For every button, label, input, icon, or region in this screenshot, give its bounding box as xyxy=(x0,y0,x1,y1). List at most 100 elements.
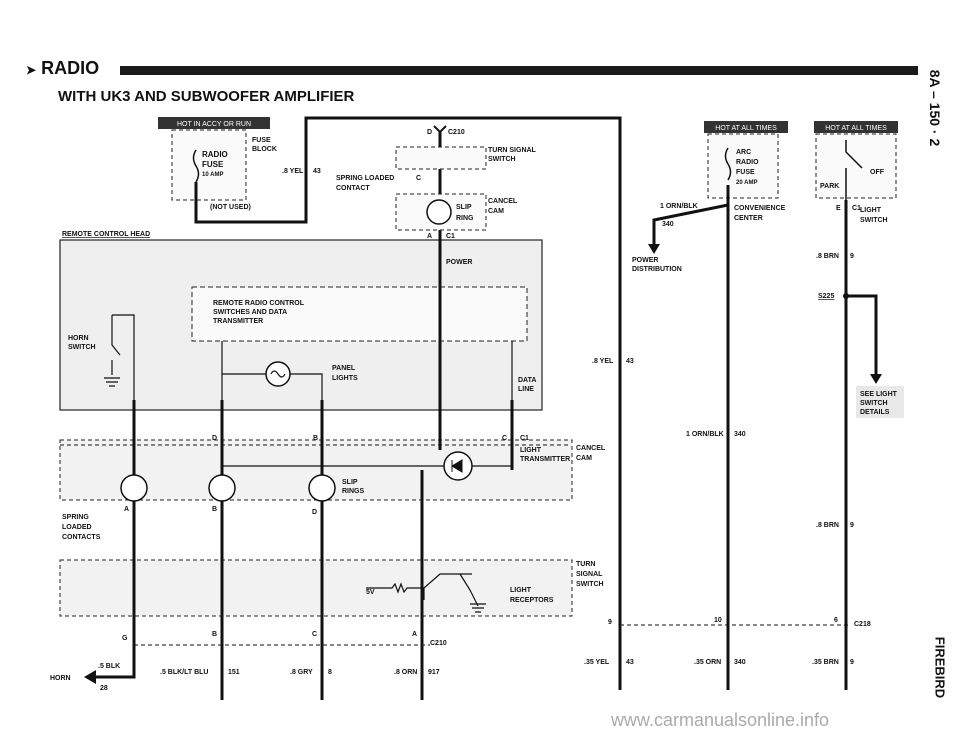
remote-control-head-label: REMOTE CONTROL HEAD xyxy=(62,231,150,238)
orn-label: .8 ORN xyxy=(394,669,417,676)
title-row: ➤ RADIO xyxy=(26,58,99,79)
s225-splice xyxy=(846,294,878,376)
fuse-block-label-1: FUSE xyxy=(252,137,271,144)
slip-ring-a xyxy=(120,474,148,502)
arc-label-4: 20 AMP xyxy=(736,180,757,186)
arc-label-2: RADIO xyxy=(736,159,759,166)
remote-radio-label-1: REMOTE RADIO CONTROL xyxy=(213,300,305,307)
turn-signal-label-1: TURN SIGNAL xyxy=(488,147,537,154)
pin-b-label: B xyxy=(212,506,217,513)
convenience-label-1: CONVENIENCE xyxy=(734,205,786,212)
yel-8b-label: .8 YEL xyxy=(592,358,614,365)
cam2-label: CAM xyxy=(576,455,592,462)
power-label: POWER xyxy=(446,259,472,266)
blk-lt-blu-label: .5 BLK/LT BLU xyxy=(160,669,208,676)
title-rule xyxy=(120,66,918,75)
bot-a-label: A xyxy=(412,631,417,638)
conn-d-label: D xyxy=(212,435,217,442)
cancel-label: CANCEL xyxy=(488,198,518,205)
w340c-label: 340 xyxy=(734,659,746,666)
slip-rings-label-1: SLIP xyxy=(342,479,358,486)
wire-43-label-a: 43 xyxy=(313,168,321,175)
watermark: www.carmanualsonline.info xyxy=(610,710,829,730)
horn-connector-icon xyxy=(84,670,96,684)
light-switch-symbol xyxy=(845,140,863,200)
conn-c1-label: C1 xyxy=(520,435,529,442)
receptor-ground xyxy=(470,603,486,613)
page-title: RADIO xyxy=(41,58,100,78)
turn-signal-area xyxy=(59,559,573,617)
c1-top-label: C1 xyxy=(446,233,455,240)
slip-ring-circle xyxy=(426,199,452,225)
hot-accy-label: HOT IN ACCY OR RUN xyxy=(177,121,251,128)
turn-signal2-label-1: TURN xyxy=(576,561,595,568)
transmitter-wires xyxy=(222,450,513,467)
power-dist-wire xyxy=(652,185,730,244)
yel-35-label: .35 YEL xyxy=(584,659,610,666)
w8-label: 8 xyxy=(328,669,332,676)
wire-yel-label: .8 YEL xyxy=(282,168,304,175)
turn-signal-label-2: SWITCH xyxy=(488,156,516,163)
light-switch-label-2: SWITCH xyxy=(860,217,888,224)
data-line-label-1: DATA xyxy=(518,377,536,384)
v5-label: 5V xyxy=(366,589,375,596)
w43c-label: 43 xyxy=(626,659,634,666)
hot-all-times-label-2: HOT AT ALL TIMES xyxy=(825,125,887,132)
pin-a-label: A xyxy=(124,506,129,513)
n9-label: 9 xyxy=(608,619,612,626)
wire-43-top xyxy=(194,116,622,690)
light-switch-label-1: LIGHT xyxy=(860,207,882,214)
panel-lights-label-1: PANEL xyxy=(332,365,356,372)
w43b-label: 43 xyxy=(626,358,634,365)
light-transmitter-label-1: LIGHT xyxy=(520,447,542,454)
light-receptors-label-1: LIGHT xyxy=(510,587,532,594)
not-used-label: (NOT USED) xyxy=(210,204,251,211)
a-c1-label: A xyxy=(427,233,432,240)
w28-label: 28 xyxy=(100,685,108,692)
hot-all-times-tag-1 xyxy=(704,121,788,133)
page-subtitle: WITH UK3 AND SUBWOOFER AMPLIFIER xyxy=(58,88,355,105)
power-dist-label-2: DISTRIBUTION xyxy=(632,266,682,273)
d-top-label: D xyxy=(427,129,432,136)
gry-label: .8 GRY xyxy=(290,669,313,676)
slip-label: SLIP xyxy=(456,204,472,211)
off-label: OFF xyxy=(870,169,885,176)
see-light-label-2: SWITCH xyxy=(860,400,888,407)
ground-symbol xyxy=(104,377,120,387)
orn-35-label: .35 ORN xyxy=(694,659,721,666)
convenience-center-box xyxy=(707,133,779,199)
w340b-label: 340 xyxy=(734,431,746,438)
slip-ring-b xyxy=(208,474,236,502)
c1-right-label: C1 xyxy=(852,205,861,212)
bot-c-label: C xyxy=(312,631,317,638)
w9c-label: 9 xyxy=(850,659,854,666)
w340a-label: 340 xyxy=(662,221,674,228)
bot-b-label: B xyxy=(212,631,217,638)
slip-ring-d xyxy=(308,474,336,502)
cancel2-label: CANCEL xyxy=(576,445,606,452)
spring-contacts-label-3: CONTACTS xyxy=(62,534,101,541)
horn-switch-label-2: SWITCH xyxy=(68,344,96,351)
e-c1-label: E xyxy=(836,205,841,212)
convenience-label-2: CENTER xyxy=(734,215,763,222)
remote-radio-box xyxy=(191,286,528,342)
park-label: PARK xyxy=(820,183,839,190)
panel-lights-label-2: LIGHTS xyxy=(332,375,358,382)
light-transmitter-diode xyxy=(451,459,463,473)
blk-label: .5 BLK xyxy=(98,663,120,670)
c210-top-label: C210 xyxy=(448,129,465,136)
hot-all-times-tag-2 xyxy=(814,121,898,133)
n10-label: 10 xyxy=(714,617,722,624)
turn-signal2-label-2: SIGNAL xyxy=(576,571,603,578)
s225-label: S225 xyxy=(818,293,834,300)
bot-g-label: G xyxy=(122,635,128,642)
w9b-label: 9 xyxy=(850,522,854,529)
c210-top-connector xyxy=(433,125,447,134)
ring-label: RING xyxy=(456,215,474,222)
arc-label-1: ARC xyxy=(736,149,751,156)
radio-fuse-symbol xyxy=(192,149,200,183)
c218-label: C218 xyxy=(854,621,871,628)
hot-all-times-label-1: HOT AT ALL TIMES xyxy=(715,125,777,132)
